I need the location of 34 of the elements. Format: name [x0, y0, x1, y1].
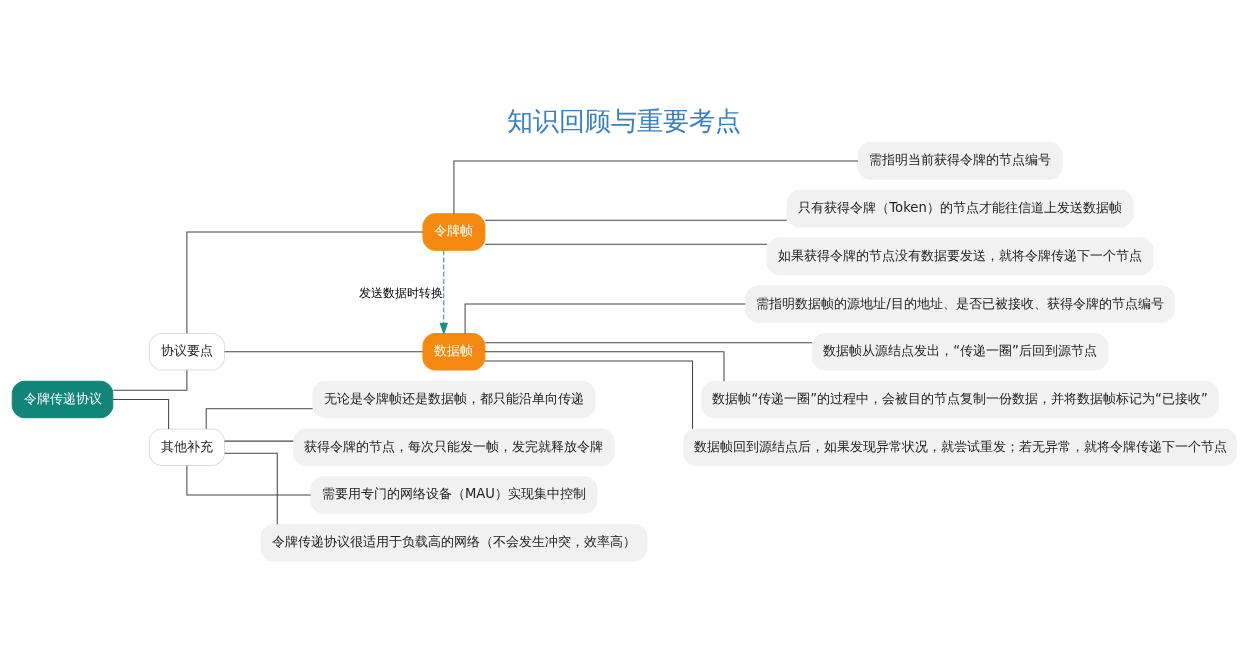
- connector: [484, 219, 788, 221]
- node-box: 令牌传递协议: [11, 380, 114, 418]
- edge-label: 发送数据时转换: [358, 285, 443, 300]
- connector: [453, 159, 859, 214]
- node-box: 无论是令牌帧还是数据帧，都只能沿单向传递: [312, 380, 596, 418]
- node-box: 数据帧“传递一圈”的过程中，会被目的节点复制一份数据，并将数据帧标记为“已接收”: [701, 380, 1219, 418]
- connector: [484, 359, 694, 429]
- node-box: 只有获得令牌（Token）的节点才能往信道上发送数据帧: [786, 189, 1134, 227]
- connector: [484, 350, 725, 382]
- connector: [224, 350, 424, 352]
- connector: [484, 243, 768, 245]
- connector: [224, 452, 278, 525]
- connector: [112, 369, 188, 391]
- connector: [205, 407, 314, 429]
- node-box: 数据帧: [422, 332, 486, 371]
- node-box: 数据帧回到源结点后，如果发现异常状况，就尝试重发；若无异常，就将令牌传递下一个节点: [682, 427, 1238, 466]
- connector: [464, 303, 746, 334]
- node-box: 令牌帧: [422, 212, 486, 251]
- node-box: 需要用专门的网络设备（MAU）实现集中控制: [310, 475, 598, 514]
- node-box: 如果获得令牌的节点没有数据要发送，就将令牌传递下一个节点: [766, 237, 1154, 275]
- connector: [186, 464, 312, 495]
- node-box: 其他补充: [148, 427, 225, 466]
- node-box: 需指明当前获得令牌的节点编号: [857, 141, 1063, 180]
- node-box: 数据帧从源结点发出，“传递一圈”后回到源节点: [811, 332, 1109, 371]
- arrow: [439, 249, 449, 335]
- connector: [224, 440, 294, 442]
- node-box: 需指明数据帧的源地址/目的地址、是否已被接收、获得令牌的节点编号: [745, 284, 1175, 323]
- connector: [186, 230, 424, 334]
- node-box: 协议要点: [148, 332, 225, 371]
- diagram-title: 知识回顾与重要考点: [507, 105, 742, 136]
- connector: [112, 398, 170, 429]
- node-box: 令牌传递协议很适用于负载高的网络（不会发生冲突，效率高）: [260, 523, 648, 561]
- connector: [484, 341, 813, 343]
- node-box: 获得令牌的节点，每次只能发一帧，发完就释放令牌: [293, 427, 615, 466]
